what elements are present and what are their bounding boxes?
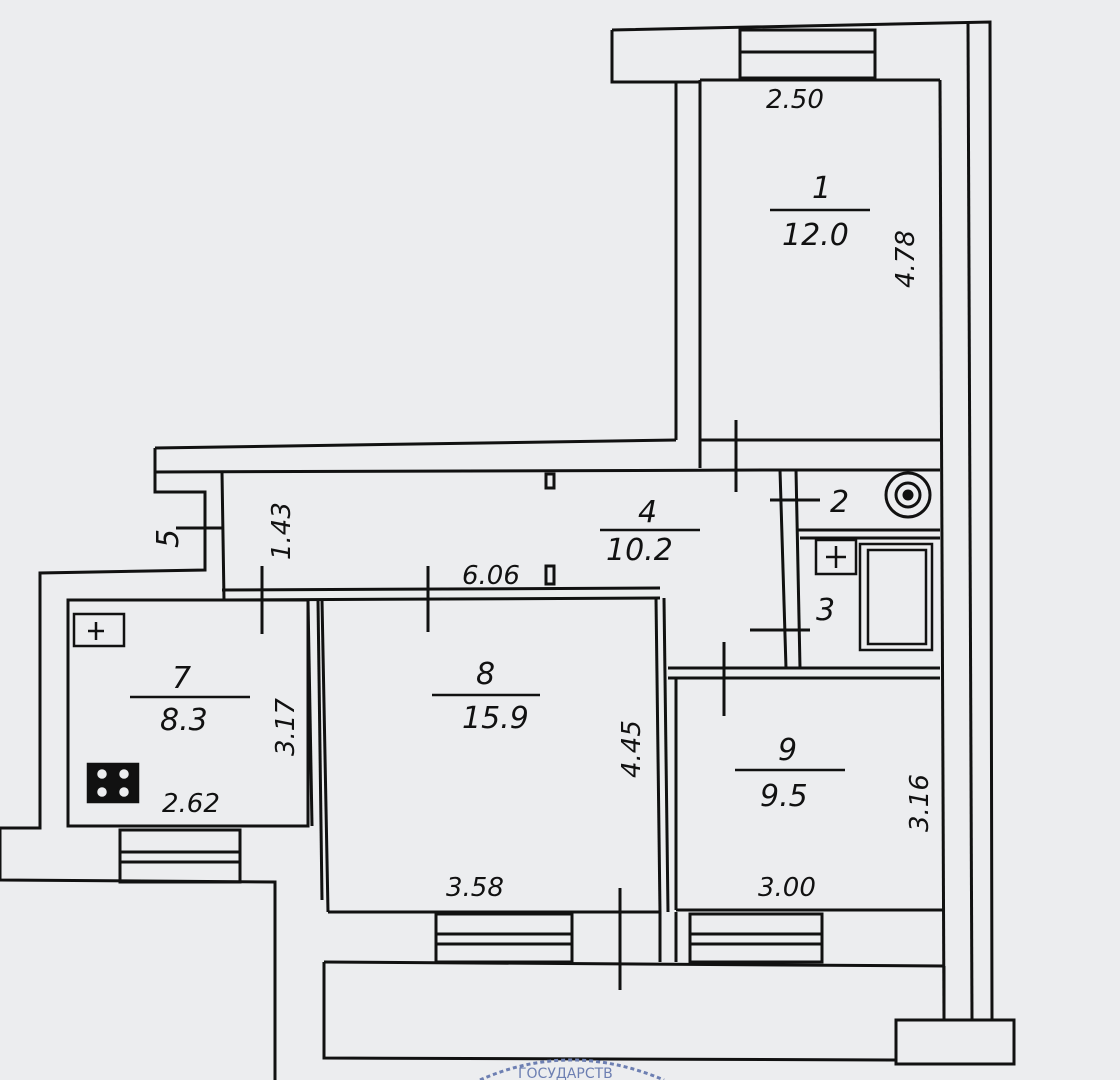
room-9: 9 9.5 (760, 733, 808, 814)
dimension-room9-depth: 3.16 (905, 774, 935, 832)
room-number: 2 (830, 485, 849, 520)
room-4: 4 10.2 (606, 495, 673, 568)
room-area: 9.5 (760, 779, 808, 814)
room-7: 7 8.3 (160, 661, 208, 738)
toilet-icon (884, 471, 932, 519)
room-number: 1 (812, 171, 831, 206)
dimension-room8-depth: 4.45 (617, 720, 647, 778)
stove-icon (86, 762, 140, 804)
room-number: 4 (638, 495, 657, 530)
dimension-hall-length: 6.06 (462, 561, 520, 591)
dimension-room9-width: 3.00 (758, 873, 816, 903)
bathtub-icon (858, 542, 934, 652)
dimension-room1-length: 4.78 (891, 230, 921, 288)
stamp-text: ГОСУДАРСТВ (518, 1066, 613, 1080)
stamp: ГОСУДАРСТВ (479, 1058, 665, 1080)
room-5: 5 (151, 529, 186, 548)
room-number: 9 (778, 733, 797, 768)
dimension-kitchen-depth: 3.17 (271, 698, 301, 756)
room-area: 8.3 (160, 703, 208, 738)
room-2: 2 (830, 485, 849, 520)
dimension-room8-width: 3.58 (446, 873, 504, 903)
room-area: 15.9 (462, 701, 529, 736)
dimension-hall-depth: 1.43 (267, 502, 297, 560)
room-number: 3 (816, 593, 835, 628)
washbasin-icon (814, 538, 858, 576)
room-number: 7 (172, 661, 191, 696)
kitchen-sink-icon (72, 612, 126, 648)
dimension-room1-width: 2.50 (766, 85, 824, 115)
area-fraction-bars (130, 208, 870, 772)
room-number: 8 (476, 657, 495, 692)
room-number: 5 (151, 529, 186, 548)
room-area: 12.0 (782, 218, 849, 253)
room-3: 3 (816, 593, 835, 628)
room-area: 10.2 (606, 533, 673, 568)
dimension-kitchen-width: 2.62 (162, 789, 220, 819)
dimension-labels: 2.50 4.78 1.43 6.06 3.17 2.62 4.45 3.58 … (162, 85, 935, 903)
room-1: 1 12.0 (782, 171, 849, 253)
room-8: 8 15.9 (462, 657, 529, 736)
walls (0, 20, 1016, 1080)
